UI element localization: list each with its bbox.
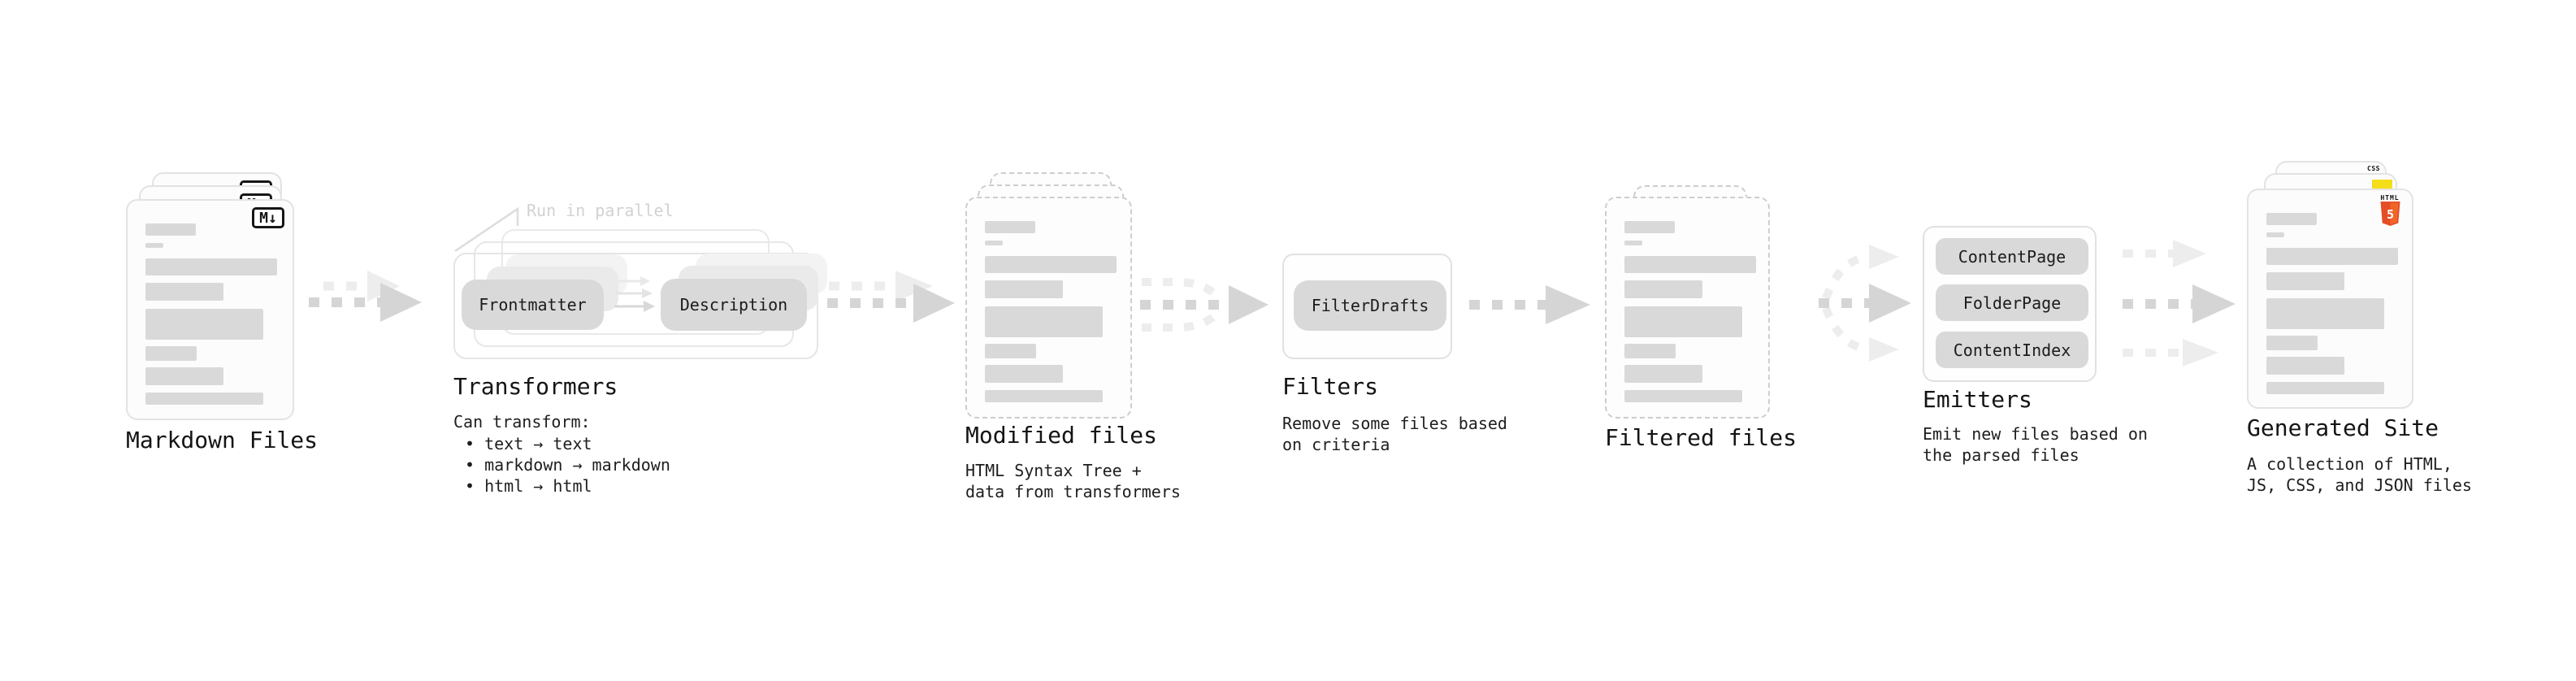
- emitters-label: Emitters: [1923, 386, 2032, 413]
- filterdrafts-pill: FilterDrafts: [1294, 280, 1446, 331]
- svg-text:5: 5: [2386, 207, 2393, 222]
- skeleton-text-bar: [985, 221, 1035, 233]
- contentindex-emitter-pill: ContentIndex: [1936, 332, 2088, 368]
- desc-line: data from transformers: [965, 482, 1181, 501]
- skeleton-text-bar: [145, 346, 197, 361]
- skeleton-text-bar: [145, 367, 223, 385]
- arrow-modified-to-filters-merge: [1140, 278, 1268, 332]
- desc-line: the parsed files: [1923, 445, 2079, 465]
- filters-desc: Remove some files based on criteria: [1282, 413, 1507, 455]
- skeleton-text-bar: [145, 223, 196, 236]
- markdown-files-label: Markdown Files: [126, 427, 319, 453]
- modified-files-label: Modified files: [965, 422, 1158, 449]
- document-content-skeleton: [145, 223, 277, 405]
- skeleton-text-bar: [2266, 213, 2317, 225]
- desc-line: Emit new files based on: [1923, 424, 2148, 444]
- skeleton-text-bar: [1624, 306, 1742, 337]
- arrow-transformers-to-modified: [827, 271, 955, 323]
- bullet-item: • markdown → markdown: [465, 455, 670, 475]
- skeleton-text-bar: [145, 243, 163, 248]
- js-icon: [2372, 180, 2392, 189]
- emitters-card: ContentPage FolderPage ContentIndex: [1923, 226, 2097, 382]
- skeleton-text-bar: [1624, 365, 1702, 383]
- filters-card: FilterDrafts: [1282, 254, 1452, 359]
- skeleton-text-bar: [145, 309, 263, 340]
- html5-icon-word: HTML: [2380, 194, 2400, 202]
- bullet-item: • html → html: [465, 476, 592, 496]
- contentpage-emitter-pill: ContentPage: [1936, 238, 2088, 275]
- css-icon-label: CSS: [2367, 165, 2380, 172]
- arrow-markdown-to-transformers: [309, 271, 422, 322]
- desc-line: Remove some files based: [1282, 414, 1507, 433]
- description-transformer-pill: Description: [661, 279, 807, 331]
- transformer-layer-front: [453, 253, 818, 359]
- markdown-icon: M↓: [252, 207, 284, 228]
- markdown-file-card-front: M↓: [126, 199, 294, 420]
- transformers-bullet-list: • text → text • markdown → markdown • ht…: [465, 433, 670, 497]
- skeleton-text-bar: [1624, 390, 1742, 402]
- skeleton-text-bar: [2266, 357, 2344, 375]
- bullet-item: • text → text: [465, 434, 592, 453]
- filtered-file-card-front: [1605, 197, 1770, 419]
- emitters-desc: Emit new files based on the parsed files: [1923, 423, 2148, 466]
- skeleton-text-bar: [145, 393, 263, 405]
- skeleton-text-bar: [985, 344, 1036, 358]
- desc-line: on criteria: [1282, 435, 1390, 454]
- skeleton-text-bar: [985, 390, 1103, 402]
- arrow-filters-to-filtered: [1469, 285, 1590, 324]
- filters-label: Filters: [1282, 373, 1379, 400]
- skeleton-text-bar: [1624, 221, 1675, 233]
- html5-icon: HTML 5: [2379, 195, 2400, 229]
- filtered-files-label: Filtered files: [1605, 424, 1798, 451]
- desc-line: HTML Syntax Tree +: [965, 461, 1142, 480]
- skeleton-text-bar: [985, 241, 1003, 245]
- arrow-filtered-to-emitters-split: [1819, 245, 1911, 362]
- folderpage-emitter-pill: FolderPage: [1936, 284, 2088, 321]
- skeleton-text-bar: [1624, 344, 1676, 358]
- skeleton-text-bar: [985, 256, 1117, 273]
- transformers-desc-heading: Can transform:: [453, 412, 591, 432]
- skeleton-text-bar: [2266, 272, 2344, 290]
- skeleton-text-bar: [985, 306, 1103, 337]
- transformers-label: Transformers: [453, 373, 618, 400]
- skeleton-text-bar: [2266, 336, 2318, 350]
- skeleton-text-bar: [145, 283, 223, 301]
- document-content-skeleton: [985, 221, 1117, 402]
- generated-site-label: Generated Site: [2247, 414, 2439, 441]
- skeleton-text-bar: [1624, 241, 1642, 245]
- desc-line: A collection of HTML,: [2247, 454, 2452, 474]
- document-content-skeleton: [2266, 213, 2398, 394]
- run-in-parallel-annotation: Run in parallel: [527, 201, 674, 220]
- skeleton-text-bar: [2266, 298, 2384, 329]
- document-content-skeleton: [1624, 221, 1756, 402]
- skeleton-text-bar: [985, 365, 1063, 383]
- arrow-emitters-to-generated: [2123, 240, 2236, 367]
- desc-line: JS, CSS, and JSON files: [2247, 475, 2472, 495]
- skeleton-text-bar: [1624, 256, 1756, 273]
- generated-file-card-html: HTML 5: [2247, 189, 2413, 409]
- frontmatter-transformer-pill: Frontmatter: [462, 280, 604, 330]
- skeleton-text-bar: [145, 258, 277, 275]
- skeleton-text-bar: [2266, 382, 2384, 394]
- skeleton-text-bar: [1624, 280, 1702, 298]
- generated-site-desc: A collection of HTML, JS, CSS, and JSON …: [2247, 453, 2472, 496]
- modified-files-desc: HTML Syntax Tree + data from transformer…: [965, 460, 1181, 502]
- modified-file-card-front: [965, 197, 1132, 419]
- html5-shield: 5: [2380, 202, 2400, 226]
- skeleton-text-bar: [985, 280, 1063, 298]
- skeleton-text-bar: [2266, 248, 2398, 265]
- skeleton-text-bar: [2266, 232, 2284, 237]
